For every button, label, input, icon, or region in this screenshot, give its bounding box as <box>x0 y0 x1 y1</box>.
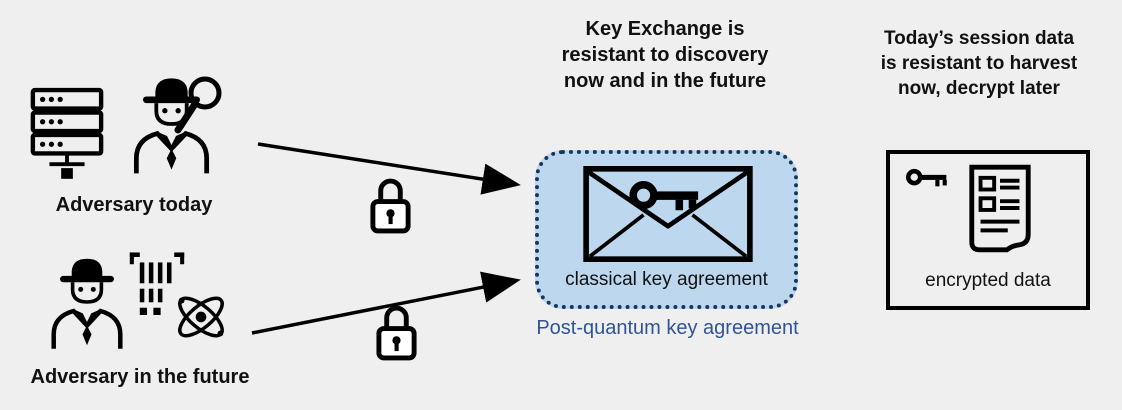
caption-line: Today’s session data <box>883 28 1075 49</box>
adversary-today-label: Adversary today <box>55 194 213 216</box>
encrypted-data-box: encrypted data <box>886 150 1090 310</box>
caption-line: now and in the future <box>563 70 767 92</box>
encrypted-document-icon <box>964 162 1036 254</box>
post-quantum-box: classical key agreement <box>535 150 798 309</box>
padlock-icon <box>368 176 413 235</box>
harvest-caption: Today’s session data is resistant to har… <box>853 26 1105 101</box>
magnifier-icon <box>170 74 224 138</box>
encrypted-data-label: encrypted data <box>925 270 1051 291</box>
caption-line: resistant to discovery <box>561 44 769 66</box>
envelope-with-key-icon <box>583 166 753 262</box>
caption-line: Key Exchange is <box>585 18 745 40</box>
adversary-future-label: Adversary in the future <box>30 366 250 388</box>
key-exchange-caption: Key Exchange is resistant to discovery n… <box>515 16 815 94</box>
post-quantum-caption: Post-quantum key agreement <box>536 317 799 339</box>
padlock-icon <box>374 303 419 362</box>
spy-icon <box>124 70 219 178</box>
server-icon <box>28 86 106 180</box>
atom-icon <box>170 286 232 348</box>
caption-line: now, decrypt later <box>898 78 1060 100</box>
barcode-scan-icon <box>128 252 186 320</box>
spy-icon <box>42 250 132 354</box>
caption-line: is resistant to harvest <box>880 53 1078 75</box>
classical-key-agreement-label: classical key agreement <box>565 269 768 290</box>
key-icon <box>906 168 950 190</box>
